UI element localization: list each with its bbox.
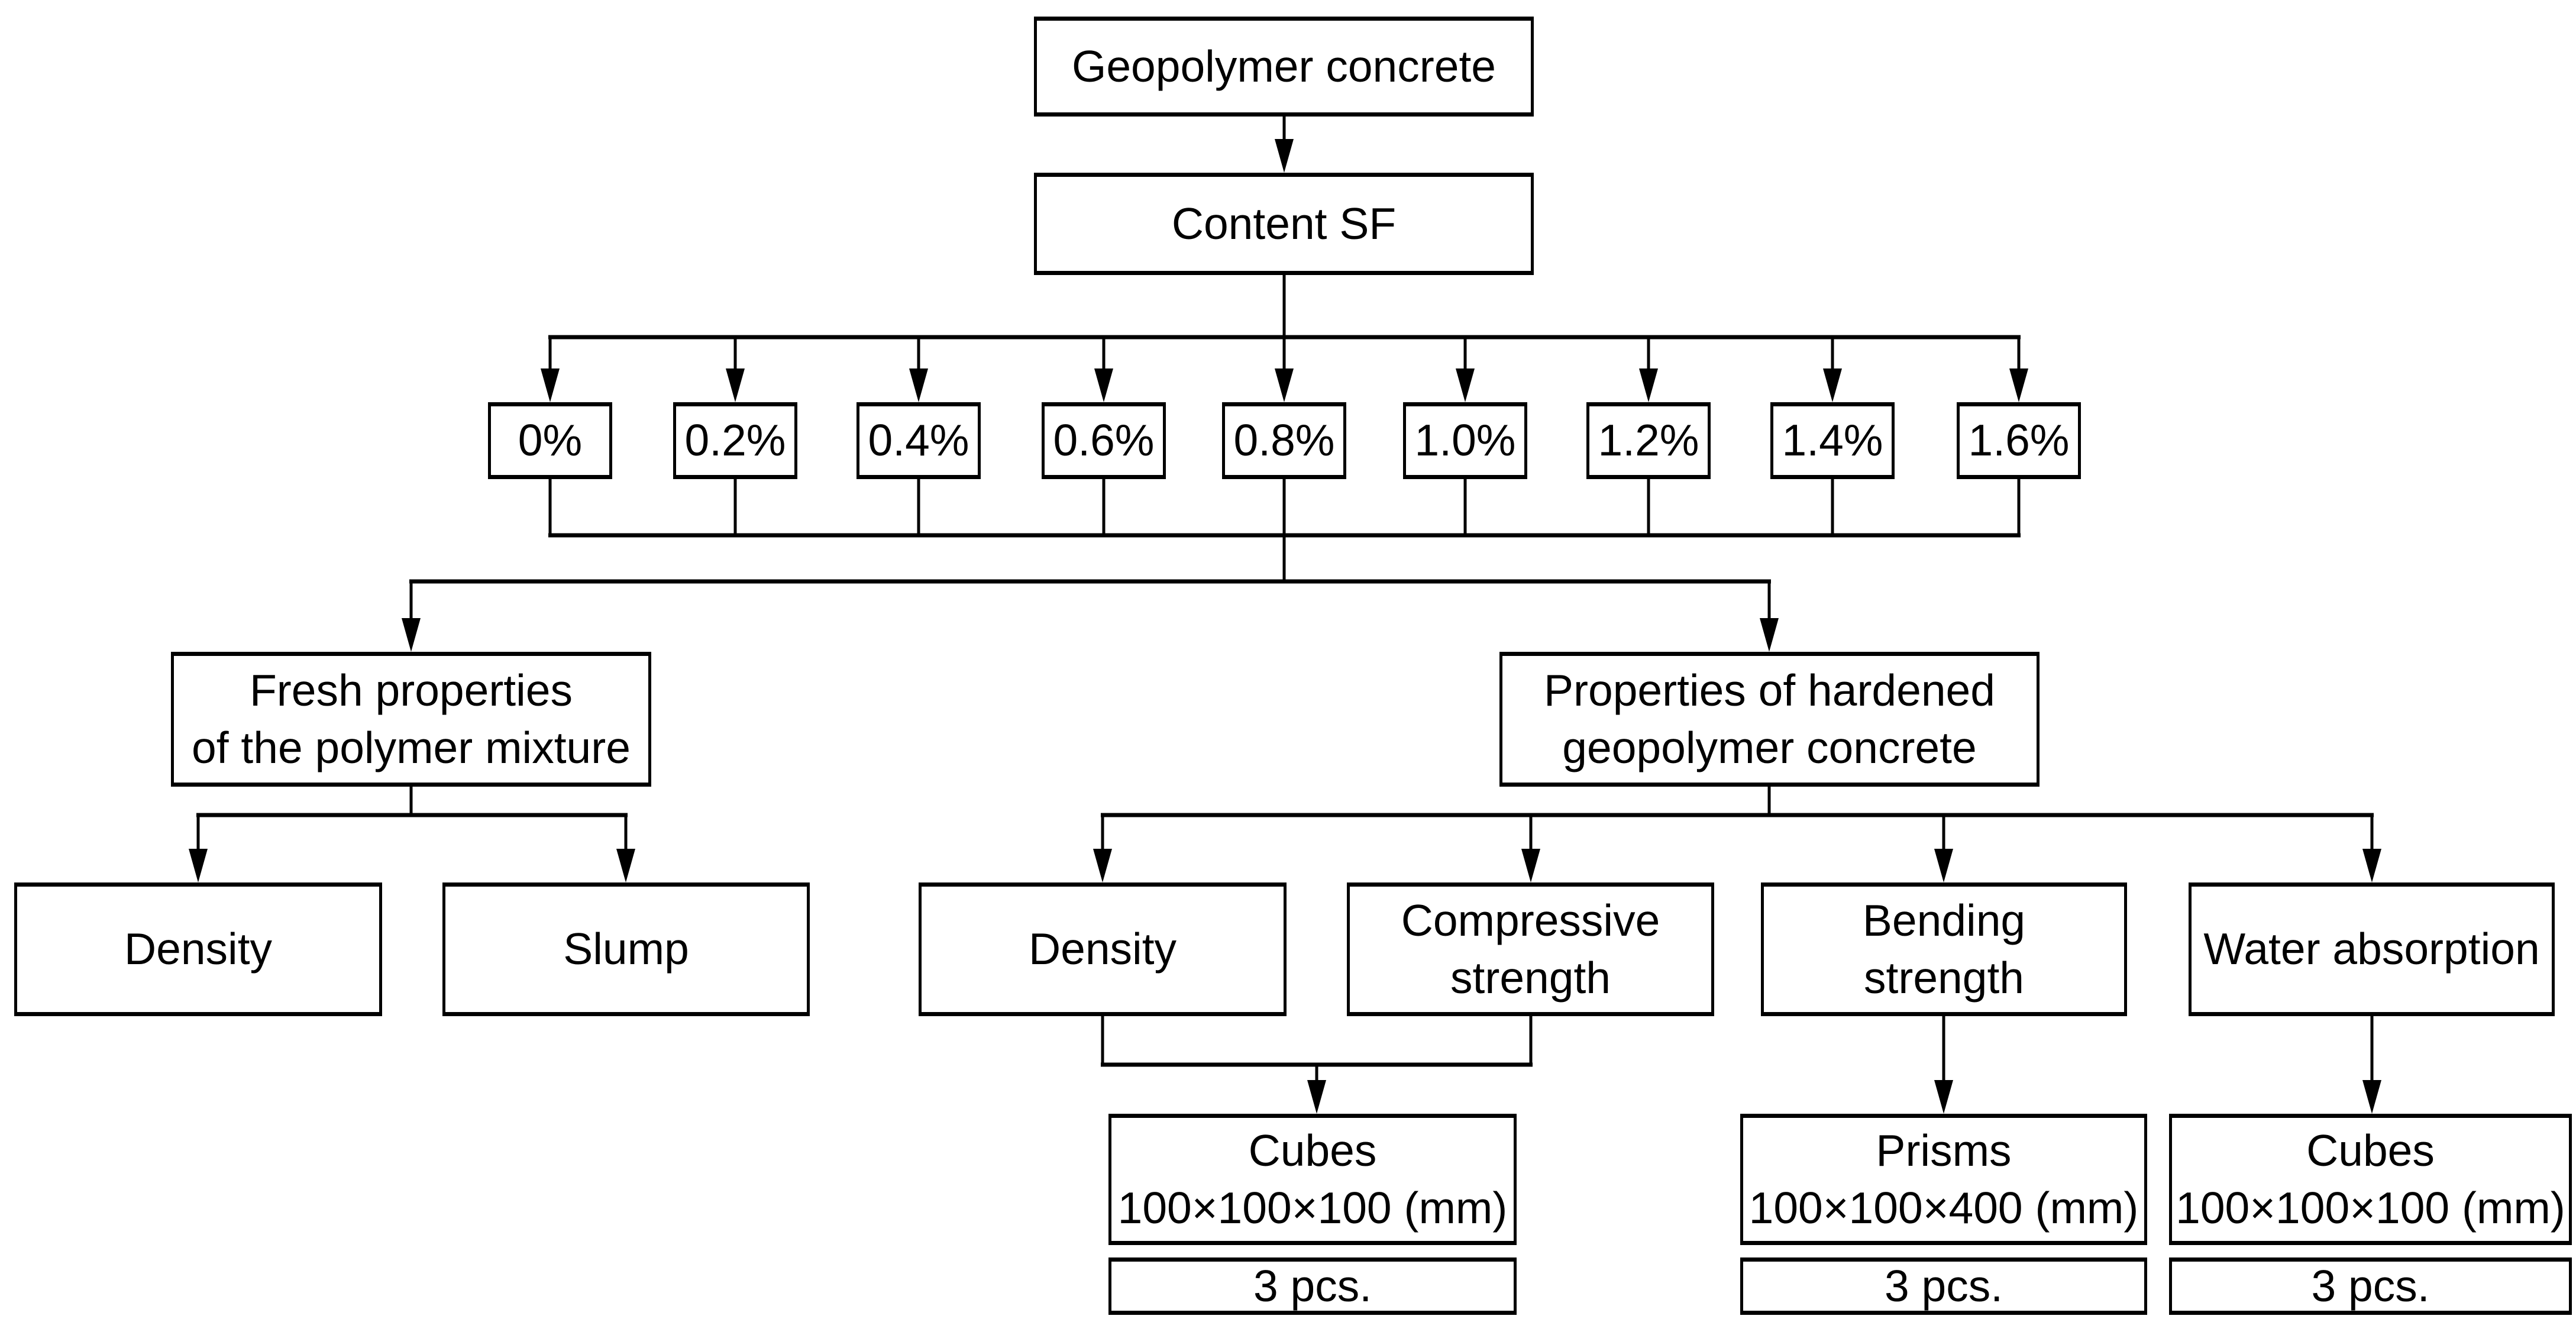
node-sf-level-8: 1.6% xyxy=(1957,402,2081,479)
node-sf-level-1: 0.2% xyxy=(673,402,797,479)
specimen-count-cubes-water-absorption: 3 pcs. xyxy=(2169,1257,2572,1315)
node-sf-level-3: 0.6% xyxy=(1042,402,1166,479)
node-fresh-properties: Fresh properties of the polymer mixture xyxy=(171,652,651,787)
node-sf-level-2: 0.4% xyxy=(856,402,981,479)
arrowheads xyxy=(189,139,2381,1114)
node-specimen-cubes-water-absorption: Cubes 100×100×100 (mm) xyxy=(2169,1114,2572,1245)
node-bending-strength: Bending strength xyxy=(1761,882,2127,1016)
node-hardened-properties: Properties of hardened geopolymer concre… xyxy=(1499,652,2040,787)
node-sf-level-6: 1.2% xyxy=(1586,402,1711,479)
node-sf-level-0: 0% xyxy=(488,402,612,479)
node-specimen-prisms-bending: Prisms 100×100×400 (mm) xyxy=(1740,1114,2147,1245)
node-density-fresh: Density xyxy=(14,882,382,1016)
node-slump: Slump xyxy=(442,882,810,1016)
node-sf-level-7: 1.4% xyxy=(1770,402,1895,479)
specimen-count-cubes-density-compressive: 3 pcs. xyxy=(1108,1257,1517,1315)
node-geopolymer-concrete: Geopolymer concrete xyxy=(1034,17,1534,117)
node-compressive-strength: Compressive strength xyxy=(1347,882,1714,1016)
node-specimen-cubes-density-compressive: Cubes 100×100×100 (mm) xyxy=(1108,1114,1517,1245)
node-content-sf: Content SF xyxy=(1034,173,1534,275)
specimen-count-prisms-bending: 3 pcs. xyxy=(1740,1257,2147,1315)
node-sf-level-5: 1.0% xyxy=(1403,402,1527,479)
node-density-hardened: Density xyxy=(919,882,1287,1016)
node-water-absorption: Water absorption xyxy=(2189,882,2555,1016)
node-sf-level-4: 0.8% xyxy=(1222,402,1346,479)
